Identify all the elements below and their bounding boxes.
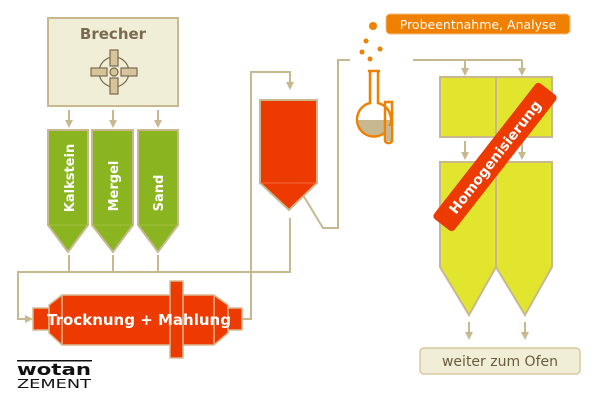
raw-meal-silo [259,99,318,212]
sampling-label: Probeentnahme, Analyse [400,17,557,32]
crusher-box: Brecher [47,17,179,107]
logo-brand: wotan [17,360,91,379]
mill: Trocknung + Mahlung [32,280,243,359]
silo-sand: Sand [137,129,179,254]
pipes [17,59,529,340]
silo-label: Mergel [107,161,122,212]
crusher-label: Brecher [80,25,147,43]
flask-icon [355,22,394,145]
mill-label: Trocknung + Mahlung [47,311,231,329]
silo-label: Sand [152,175,167,212]
output-label: weiter zum Ofen [442,354,558,370]
silo-mergel: Mergel [91,129,134,254]
wotan-logo: wotan ZEMENT [17,360,92,391]
crusher-icon [90,49,138,95]
sampling-badge: Probeentnahme, Analyse [385,13,571,35]
silo-label: Kalkstein [63,144,78,212]
logo-sub: ZEMENT [17,377,92,391]
silo-kalkstein: Kalkstein [47,129,89,254]
output-box: weiter zum Ofen [419,347,581,375]
